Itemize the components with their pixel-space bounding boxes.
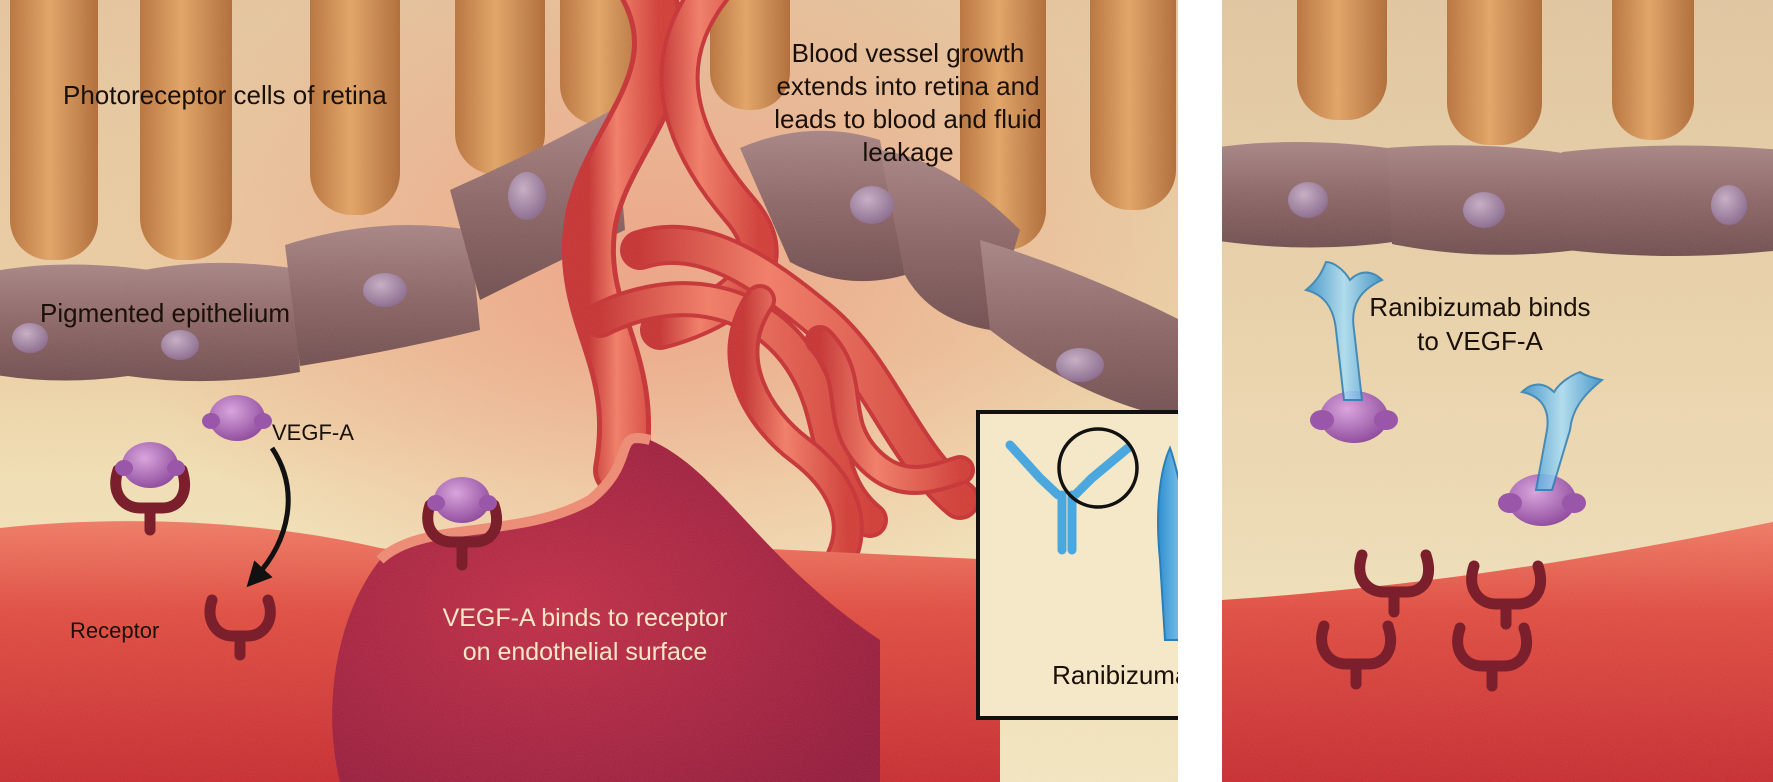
svg-text:Blood vessel growth: Blood vessel growth — [792, 38, 1025, 68]
pigmented-epithelium-label: Pigmented epithelium — [40, 298, 290, 328]
svg-text:VEGF-A binds to receptor: VEGF-A binds to receptor — [443, 604, 728, 632]
svg-text:leads to blood and fluid: leads to blood and fluid — [774, 104, 1041, 134]
receptor-label: Receptor — [70, 618, 159, 643]
svg-text:on endothelial surface: on endothelial surface — [463, 638, 708, 666]
right-panel: Ranibizumab binds to VEGF-A — [1222, 0, 1773, 782]
vegf-a-label: VEGF-A — [272, 420, 354, 445]
photoreceptor-label: Photoreceptor cells of retina — [63, 80, 387, 110]
svg-text:to VEGF-A: to VEGF-A — [1417, 326, 1543, 356]
left-panel: Ranibizumab Photoreceptor cells of retin… — [0, 0, 1178, 782]
svg-text:leakage: leakage — [862, 137, 953, 167]
svg-text:Ranibizumab binds: Ranibizumab binds — [1369, 292, 1590, 322]
svg-text:extends into retina and: extends into retina and — [776, 71, 1039, 101]
ranibizumab-inset: Ranibizumab — [978, 412, 1178, 718]
ranibizumab-label: Ranibizumab — [1052, 660, 1178, 690]
